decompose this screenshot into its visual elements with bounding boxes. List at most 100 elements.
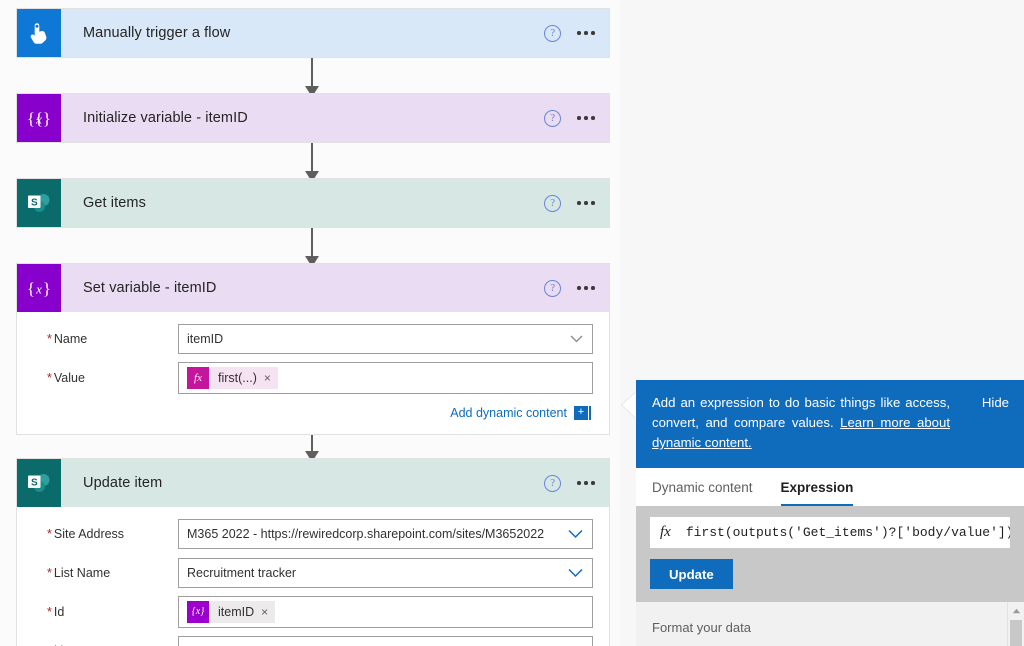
svg-text:S: S bbox=[31, 477, 38, 488]
connector-2 bbox=[305, 141, 319, 182]
step-title: Initialize variable - itemID bbox=[83, 110, 248, 126]
field-row-name: *Name itemID bbox=[33, 322, 593, 355]
variable-braces-icon: {x} bbox=[187, 600, 209, 623]
site-address-select[interactable]: M365 2022 - https://rewiredcorp.sharepoi… bbox=[178, 518, 593, 549]
flyout-scrollbar[interactable] bbox=[1007, 602, 1024, 646]
svg-text:}: } bbox=[43, 109, 51, 128]
fx-icon: fx bbox=[660, 524, 671, 541]
update-button[interactable]: Update bbox=[650, 559, 733, 590]
list-name-select[interactable]: Recruitment tracker bbox=[178, 557, 593, 588]
connector-1 bbox=[305, 56, 319, 97]
svg-text:x: x bbox=[35, 282, 42, 297]
value-input[interactable]: fx first(...) × bbox=[178, 361, 593, 394]
card-header[interactable]: S Get items ? bbox=[17, 179, 609, 227]
help-icon[interactable]: ? bbox=[544, 109, 562, 127]
chevron-down-icon[interactable] bbox=[568, 568, 583, 578]
help-icon[interactable]: ? bbox=[544, 194, 562, 212]
svg-text:S: S bbox=[31, 197, 38, 208]
list-name-label: *List Name bbox=[47, 565, 111, 580]
scroll-up-icon[interactable] bbox=[1008, 602, 1024, 620]
card-header[interactable]: { x } Set variable - itemID ? bbox=[17, 264, 609, 312]
add-dynamic-content-plus-icon[interactable]: + bbox=[574, 406, 588, 420]
card-header[interactable]: S Update item ? bbox=[17, 459, 609, 507]
header-actions: ? bbox=[544, 179, 597, 227]
field-row-list-name: *List Name Recruitment tracker bbox=[33, 556, 593, 589]
card-header[interactable]: { x } { Initialize variable - itemID ? bbox=[17, 94, 609, 142]
add-dynamic-content-row: Add dynamic content + bbox=[33, 400, 593, 422]
flyout-footer: Format your data bbox=[636, 602, 1024, 646]
id-input[interactable]: {x} itemID × bbox=[178, 595, 593, 628]
chevron-down-icon[interactable] bbox=[570, 334, 583, 343]
variable-token[interactable]: {x} itemID × bbox=[187, 600, 276, 623]
svg-text:{: { bbox=[27, 109, 35, 128]
step-title: Get items bbox=[83, 195, 146, 211]
remove-token-icon[interactable]: × bbox=[261, 604, 269, 619]
expression-editor-area: fx first(outputs('Get_items')?['body/val… bbox=[636, 506, 1024, 603]
header-actions: ? bbox=[544, 9, 597, 57]
svg-text:}: } bbox=[43, 279, 51, 298]
more-options-icon[interactable] bbox=[575, 25, 597, 41]
name-value: itemID bbox=[187, 331, 224, 346]
required-asterisk: * bbox=[47, 526, 52, 541]
name-select[interactable]: itemID bbox=[178, 323, 593, 354]
title-input[interactable] bbox=[178, 635, 593, 646]
card-header[interactable]: Manually trigger a flow ? bbox=[17, 9, 609, 57]
help-icon[interactable]: ? bbox=[544, 279, 562, 297]
required-asterisk: * bbox=[47, 565, 52, 580]
token-body: itemID × bbox=[209, 600, 276, 623]
expression-value: first(outputs('Get_items')?['body/value'… bbox=[685, 525, 1010, 541]
list-name-value: Recruitment tracker bbox=[187, 565, 297, 580]
flow-step-manual-trigger[interactable]: Manually trigger a flow ? bbox=[16, 8, 610, 58]
banner-text: Add an expression to do basic things lik… bbox=[652, 393, 1008, 453]
id-label: *Id bbox=[47, 604, 65, 619]
field-row-title: Title bbox=[33, 634, 593, 646]
scrollbar-thumb[interactable] bbox=[1010, 620, 1022, 646]
more-options-icon[interactable] bbox=[575, 110, 597, 126]
flow-canvas: Manually trigger a flow ? { x } { I bbox=[16, 8, 610, 646]
sharepoint-icon: S bbox=[17, 179, 61, 227]
value-field-label: *Value bbox=[47, 370, 85, 385]
add-dynamic-content-link[interactable]: Add dynamic content bbox=[450, 406, 567, 420]
expression-token[interactable]: fx first(...) × bbox=[187, 366, 278, 389]
more-options-icon[interactable] bbox=[575, 195, 597, 211]
hide-banner-button[interactable]: Hide bbox=[981, 395, 1009, 410]
help-icon[interactable]: ? bbox=[544, 24, 562, 42]
expression-flyout-panel: Hide Add an expression to do basic thing… bbox=[622, 380, 1024, 646]
chevron-down-icon[interactable] bbox=[568, 529, 583, 539]
connector-4 bbox=[305, 421, 319, 462]
token-body: first(...) × bbox=[209, 366, 278, 389]
flow-step-initialize-variable[interactable]: { x } { Initialize variable - itemID ? bbox=[16, 93, 610, 143]
tab-expression[interactable]: Expression bbox=[780, 480, 854, 507]
help-icon[interactable]: ? bbox=[544, 474, 562, 492]
field-row-site-address: *Site Address M365 2022 - https://rewire… bbox=[33, 517, 593, 550]
connector-3 bbox=[305, 226, 319, 267]
format-your-data-label: Format your data bbox=[652, 619, 751, 635]
learn-more-link[interactable]: Learn more about dynamic content. bbox=[652, 415, 950, 451]
add-dynamic-content-bar bbox=[589, 406, 591, 420]
remove-token-icon[interactable]: × bbox=[263, 370, 271, 385]
field-row-id: *Id {x} itemID × bbox=[33, 595, 593, 628]
banner-message: Add an expression to do basic things lik… bbox=[652, 395, 950, 431]
svg-text:{: { bbox=[27, 279, 35, 298]
flow-step-update-item[interactable]: S Update item ? *Site Address M365 2022 … bbox=[16, 458, 610, 646]
header-actions: ? bbox=[544, 94, 597, 142]
set-variable-body: *Name itemID *Value fx bbox=[17, 312, 609, 434]
tab-dynamic-content[interactable]: Dynamic content bbox=[652, 480, 753, 496]
site-address-label: *Site Address bbox=[47, 526, 125, 541]
flow-step-get-items[interactable]: S Get items ? bbox=[16, 178, 610, 228]
step-title: Update item bbox=[83, 475, 163, 491]
callout-pointer bbox=[622, 392, 636, 418]
step-title: Manually trigger a flow bbox=[83, 25, 231, 41]
svg-text:{: { bbox=[35, 109, 43, 128]
more-options-icon[interactable] bbox=[575, 280, 597, 296]
title-label: Title bbox=[33, 644, 178, 646]
header-actions: ? bbox=[544, 459, 597, 507]
sharepoint-icon: S bbox=[17, 459, 61, 507]
site-address-value: M365 2022 - https://rewiredcorp.sharepoi… bbox=[187, 526, 545, 541]
update-item-body: *Site Address M365 2022 - https://rewire… bbox=[17, 507, 609, 646]
token-label: first(...) bbox=[218, 370, 257, 385]
expression-input[interactable]: fx first(outputs('Get_items')?['body/val… bbox=[650, 517, 1010, 549]
more-options-icon[interactable] bbox=[575, 475, 597, 491]
flow-step-set-variable[interactable]: { x } Set variable - itemID ? *Name bbox=[16, 263, 610, 435]
